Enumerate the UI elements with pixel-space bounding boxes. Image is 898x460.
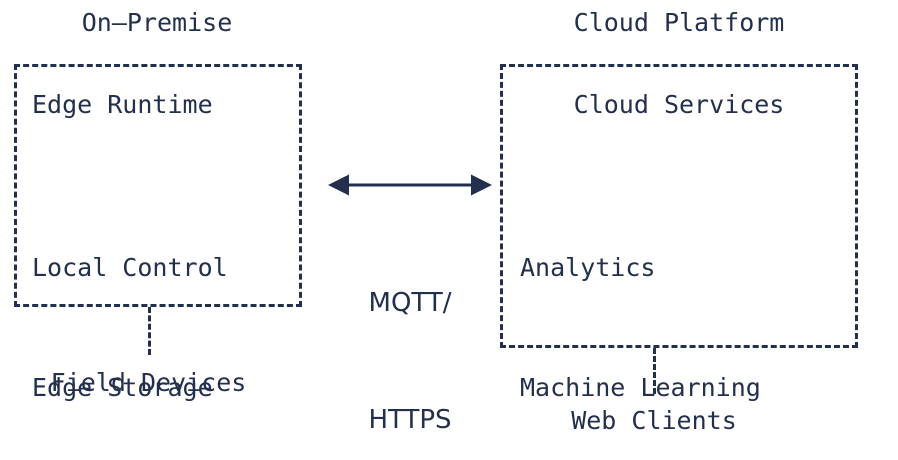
link-protocol-label-line2: HTTPS xyxy=(368,405,452,435)
field-devices-label: Field Devices xyxy=(50,368,247,397)
link-protocol-label: MQTT/ HTTPS xyxy=(318,206,502,460)
link-protocol-label-line1: MQTT/ xyxy=(368,288,452,318)
web-clients-connector-line xyxy=(653,348,656,394)
cloud-platform-title: Cloud Platform xyxy=(573,8,785,37)
on-premise-box xyxy=(14,64,302,307)
list-item: Local Control xyxy=(32,253,228,282)
field-devices-connector-line xyxy=(148,307,151,355)
list-item: Machine Learning xyxy=(520,373,761,402)
list-item: Analytics xyxy=(520,253,656,282)
cloud-services-heading: Cloud Services xyxy=(573,90,785,119)
web-clients-label: Web Clients xyxy=(571,406,737,435)
cloud-platform-item-list: Analytics Machine Learning Big Data Stor… xyxy=(520,168,776,460)
cloud-platform-box xyxy=(500,64,858,348)
list-item: Edge Storage xyxy=(32,373,213,402)
on-premise-item-list: Local Control Edge Storage Protocol Conv… xyxy=(32,168,243,460)
on-premise-title: On–Premise xyxy=(81,8,233,37)
bidirectional-arrow-icon xyxy=(328,174,492,196)
edge-runtime-heading: Edge Runtime xyxy=(32,90,213,119)
